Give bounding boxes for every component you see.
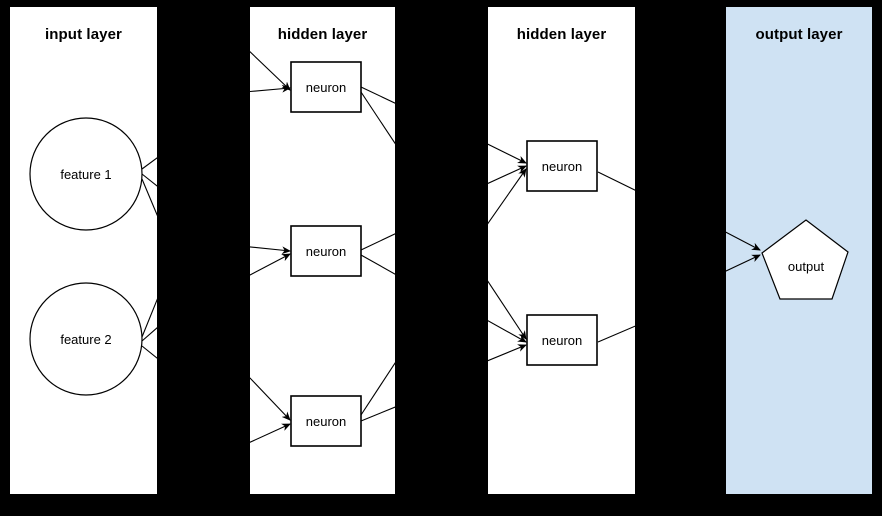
node-feature-1[interactable] bbox=[29, 117, 143, 231]
edge-h2a-out bbox=[597, 171, 635, 191]
layer-title-output: output layer bbox=[755, 26, 843, 43]
edge-h1a-h2a bbox=[360, 86, 395, 104]
edges-into-output bbox=[726, 231, 761, 272]
edge-f2-h1a bbox=[141, 298, 157, 338]
node-label-hidden1-neuron-1: neuron bbox=[305, 80, 347, 95]
hidden-layer-2-shapes bbox=[488, 140, 635, 366]
edge-in-h2a-1 bbox=[488, 143, 527, 164]
edge-in-h2b-1 bbox=[488, 280, 527, 340]
edge-in-h2a-2 bbox=[488, 165, 527, 185]
layer-panel-hidden-1: hidden layer bbox=[250, 7, 395, 494]
node-hidden1-neuron-2[interactable] bbox=[290, 225, 362, 277]
edge-h1b-h2a bbox=[360, 233, 395, 251]
node-label-hidden1-neuron-2: neuron bbox=[305, 244, 347, 259]
node-feature-2[interactable] bbox=[29, 282, 143, 396]
edge-in-h1b-2 bbox=[250, 253, 291, 276]
edge-in-out-2 bbox=[726, 254, 761, 272]
edge-f1-h1c bbox=[141, 178, 157, 217]
edge-in-h2b-2 bbox=[488, 320, 527, 343]
hidden-layer-1-shapes bbox=[250, 50, 395, 447]
node-hidden1-neuron-3[interactable] bbox=[290, 395, 362, 447]
layer-panel-output: output layer output bbox=[726, 7, 872, 494]
layer-title-input: input layer bbox=[45, 26, 122, 43]
node-label-hidden1-neuron-3: neuron bbox=[305, 414, 347, 429]
edge-in-h1c-2 bbox=[250, 423, 291, 443]
edge-in-h1a-2 bbox=[250, 50, 291, 91]
layer-title-hidden-1: hidden layer bbox=[277, 26, 368, 43]
edge-h1a-h2b bbox=[360, 91, 395, 145]
edge-in-h1a-1 bbox=[250, 84, 291, 93]
edge-h2b-out bbox=[597, 325, 635, 343]
edge-in-h1b-1 bbox=[250, 246, 291, 255]
node-label-hidden2-neuron-2: neuron bbox=[541, 333, 583, 348]
node-output[interactable] bbox=[761, 219, 849, 300]
edge-in-out-1 bbox=[726, 231, 761, 251]
edges-into-hidden-2 bbox=[488, 143, 527, 362]
node-hidden2-neuron-2[interactable] bbox=[526, 314, 598, 366]
node-hidden2-neuron-1[interactable] bbox=[526, 140, 598, 192]
node-label-feature-2: feature 2 bbox=[60, 332, 112, 347]
node-hidden1-neuron-1[interactable] bbox=[290, 61, 362, 113]
output-layer-shapes bbox=[726, 219, 849, 300]
edge-h1b-h2b bbox=[360, 254, 395, 275]
edge-f2-h1b bbox=[141, 327, 157, 342]
edge-in-h2b-3 bbox=[488, 344, 527, 362]
edges-into-hidden-1 bbox=[250, 50, 291, 443]
node-label-feature-1: feature 1 bbox=[60, 167, 112, 182]
edge-f1-h1a bbox=[141, 157, 157, 170]
edges-from-hidden-1 bbox=[360, 86, 395, 422]
layer-title-hidden-2: hidden layer bbox=[516, 26, 607, 43]
input-layer-shapes bbox=[29, 117, 157, 396]
edge-in-h2a-3 bbox=[488, 168, 527, 225]
layer-panel-hidden-2: hidden layer bbox=[488, 7, 635, 494]
layer-panel-input: input layer feature 1 feature 2 bbox=[10, 7, 157, 494]
edges-from-input bbox=[141, 157, 157, 359]
edge-h1c-h2a bbox=[360, 362, 395, 416]
edge-f2-h1c bbox=[141, 345, 157, 359]
edges-from-hidden-2 bbox=[597, 171, 635, 343]
edge-h1c-h2b bbox=[360, 406, 395, 422]
edge-in-h1c-1 bbox=[250, 377, 291, 421]
node-label-output: output bbox=[787, 259, 825, 274]
node-label-hidden2-neuron-1: neuron bbox=[541, 159, 583, 174]
